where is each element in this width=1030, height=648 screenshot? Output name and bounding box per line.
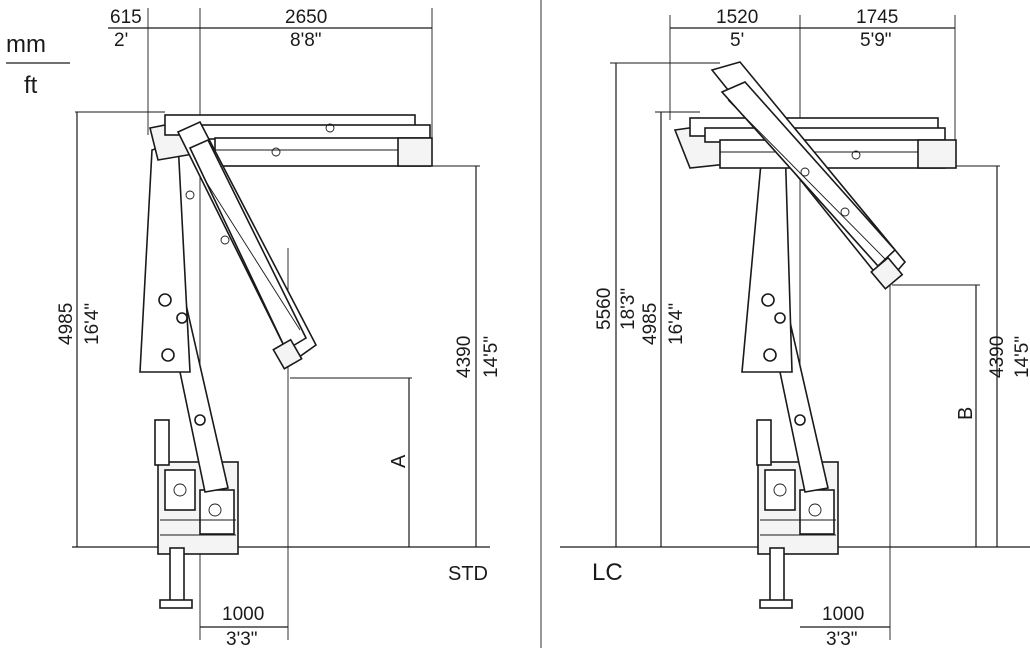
std-boom-height-mm: 4390 <box>454 336 475 378</box>
std-reach-ft: 8'8" <box>290 30 322 51</box>
std-left-offset-ft: 2' <box>114 30 128 51</box>
lc-max-height-dimension: 4985 16'4" <box>640 111 700 547</box>
lc-base-offset-ft: 3'3" <box>826 629 858 648</box>
lc-total-height-mm: 5560 <box>594 288 615 330</box>
std-view-label: STD <box>448 563 488 585</box>
units-key: mm ft <box>6 31 70 99</box>
std-a-dimension: A <box>290 377 412 547</box>
lc-boom-height-dimension: 4390 14'5" <box>955 165 1030 547</box>
lc-marker-b: B <box>955 407 977 420</box>
std-base-offset-ft: 3'3" <box>226 629 258 648</box>
std-top-dimensions: 615 2' 2650 8'8" <box>108 7 433 547</box>
lc-total-height-ft: 18'3" <box>618 288 639 330</box>
lc-view: 1520 5' 1745 5'9" 5560 18'3" 4985 16'4" … <box>592 7 1030 648</box>
std-crane-drawing <box>139 114 433 609</box>
lc-total-height-dimension: 5560 18'3" <box>594 62 720 547</box>
std-max-height-dimension: 4985 16'4" <box>56 111 165 547</box>
lc-left-offset-ft: 5' <box>730 30 744 51</box>
std-boom-height-dimension: 4390 14'5" <box>430 165 502 547</box>
lc-max-height-ft: 16'4" <box>666 303 687 345</box>
std-marker-a: A <box>388 454 410 468</box>
lc-b-dimension: B <box>892 284 980 547</box>
lc-boom-height-mm: 4390 <box>987 336 1008 378</box>
unit-ft-label: ft <box>24 72 38 99</box>
std-view: 615 2' 2650 8'8" 4985 16'4" 4390 14'5" A <box>56 7 502 648</box>
unit-mm-label: mm <box>6 31 46 58</box>
lc-base-offset-dimension: 1000 3'3" <box>800 285 891 648</box>
std-reach-mm: 2650 <box>285 7 327 28</box>
lc-reach-ft: 5'9" <box>860 30 892 51</box>
std-left-offset-mm: 615 <box>110 7 142 28</box>
lc-reach-mm: 1745 <box>856 7 898 28</box>
lc-max-height-mm: 4985 <box>640 303 661 345</box>
lc-view-label: LC <box>592 559 623 586</box>
std-base-offset-mm: 1000 <box>222 604 264 625</box>
std-max-height-mm: 4985 <box>56 303 77 345</box>
lc-left-offset-mm: 1520 <box>716 7 758 28</box>
lc-boom-height-ft: 14'5" <box>1012 336 1030 378</box>
std-boom-height-ft: 14'5" <box>481 336 502 378</box>
lc-crane-drawing <box>673 61 957 609</box>
std-max-height-ft: 16'4" <box>82 303 103 345</box>
lc-base-offset-mm: 1000 <box>822 604 864 625</box>
